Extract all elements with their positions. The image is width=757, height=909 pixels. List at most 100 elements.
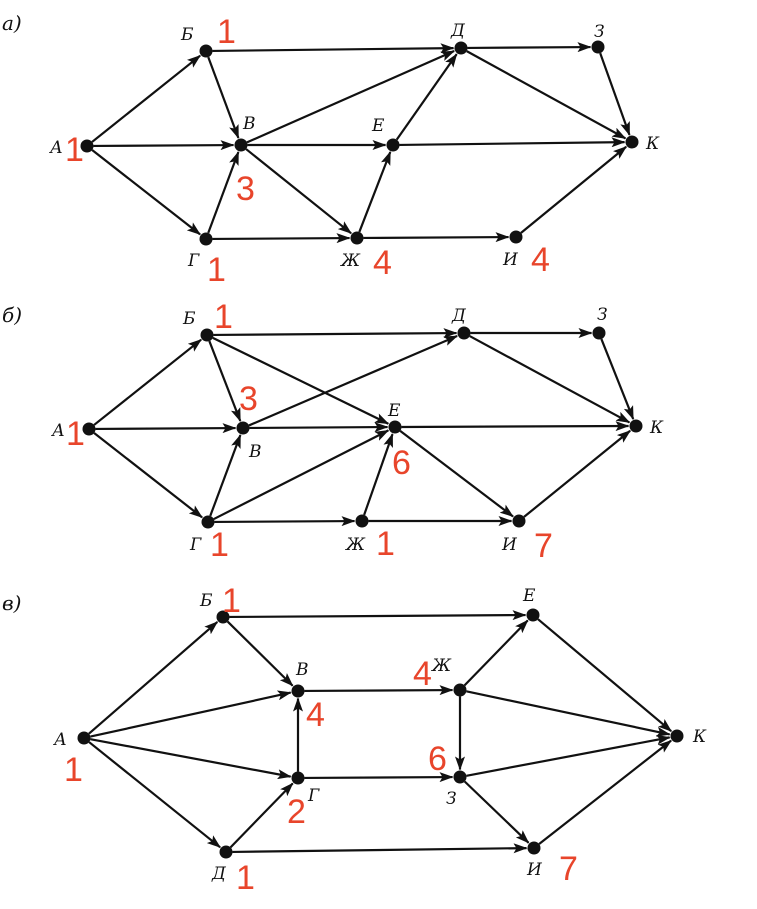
node-a-G [199,232,213,246]
node-label-a-G: Г [187,251,200,271]
part-label-b: б) [2,303,22,327]
edge-v-Zh-K [466,690,671,737]
path-count-a-G: 1 [207,251,226,289]
node-b-B [200,328,214,342]
node-label-v-G: Г [307,786,320,806]
edge-a-D-Z [467,42,592,53]
node-v-Z [453,770,467,784]
node-label-a-Z: З [594,22,605,42]
edge-v-D-G [229,782,294,849]
edge-v-E-K [537,618,673,733]
path-count-b-E: 6 [392,444,411,482]
edge-v-Z-I [463,780,530,844]
edge-a-B-V [207,56,240,139]
part-label-a: а) [2,11,22,35]
path-count-v-B: 1 [222,582,241,620]
path-count-a-I: 4 [531,241,550,279]
node-label-b-A: А [51,421,65,441]
node-label-v-K: К [692,727,707,747]
edge-a-G-V [207,151,240,234]
path-count-v-A: 1 [64,751,83,789]
edge-b-G-E [213,429,390,521]
node-label-a-B: Б [180,25,194,45]
node-label-a-D: Д [450,21,466,41]
node-b-E [388,420,402,434]
edge-a-G-Zh [212,233,351,244]
path-count-b-G: 1 [210,526,229,564]
edge-b-G-V [209,434,242,517]
path-count-v-V: 4 [306,696,325,734]
node-label-b-G: Г [189,535,202,555]
edge-b-B-V [208,340,242,422]
edge-v-A-G [90,738,292,780]
node-label-a-V: В [242,114,256,134]
edge-b-B-E [212,336,390,425]
node-b-I [512,514,526,528]
path-count-v-D: 1 [236,859,255,897]
edge-a-V-Zh [245,148,352,235]
node-label-a-I: И [502,250,519,270]
edge-a-A-B [91,54,201,143]
node-b-A [82,422,96,436]
edge-v-B-V [226,620,294,687]
node-v-A [77,731,91,745]
edge-b-A-G [93,432,203,519]
node-label-b-Zh: Ж [345,535,366,555]
edge-b-B-D [213,328,458,339]
edge-a-V-D [246,50,456,144]
node-label-v-V: В [295,660,309,680]
node-b-D [457,326,471,340]
path-count-b-I: 7 [534,527,553,565]
edge-b-V-E [249,422,389,433]
node-b-G [201,515,215,529]
node-a-K [625,135,639,149]
node-v-Zh [453,683,467,697]
path-count-v-I: 7 [559,850,578,888]
edge-b-I-K [523,429,631,518]
edge-v-I-K [538,739,672,845]
node-label-b-K: К [649,418,664,438]
node-label-b-B: Б [182,309,196,329]
node-label-a-E: Е [371,116,385,136]
node-label-v-E: Е [522,586,536,606]
edge-a-Zh-I [363,232,510,243]
edge-v-Z-K [466,734,671,777]
node-v-G [291,771,305,785]
node-b-Zh [355,514,369,528]
node-v-V [291,684,305,698]
node-b-Z [592,326,606,340]
edge-b-Z-K [600,338,635,420]
edge-v-A-V [90,690,292,738]
node-label-a-K: К [645,134,660,154]
node-b-V [236,421,250,435]
edge-v-A-B [88,621,219,735]
path-count-v-G: 2 [287,793,306,831]
node-a-I [509,230,523,244]
node-label-v-B: Б [199,591,213,611]
path-count-b-V: 3 [239,380,258,418]
edge-v-D-I [232,843,528,854]
edge-b-V-D [248,334,459,427]
node-label-v-Z: З [446,789,457,809]
path-count-a-V: 3 [236,170,255,208]
node-v-K [670,729,684,743]
node-a-B [199,44,213,58]
edge-a-D-K [466,50,627,140]
node-a-A [80,139,94,153]
node-label-b-Z: З [597,305,608,325]
node-label-b-D: Д [451,306,467,326]
path-count-b-B: 1 [214,298,233,336]
edge-b-Zh-E [363,433,394,516]
node-label-v-Zh: Ж [431,656,452,676]
path-count-v-Zh: 4 [413,655,432,693]
node-a-V [234,138,248,152]
path-count-a-Zh: 4 [373,244,392,282]
node-v-B [216,610,230,624]
edge-b-E-I [399,430,514,518]
node-a-D [454,41,468,55]
edge-a-B-D [212,43,455,54]
path-count-b-A: 1 [66,415,85,453]
edge-b-A-V [95,423,237,434]
